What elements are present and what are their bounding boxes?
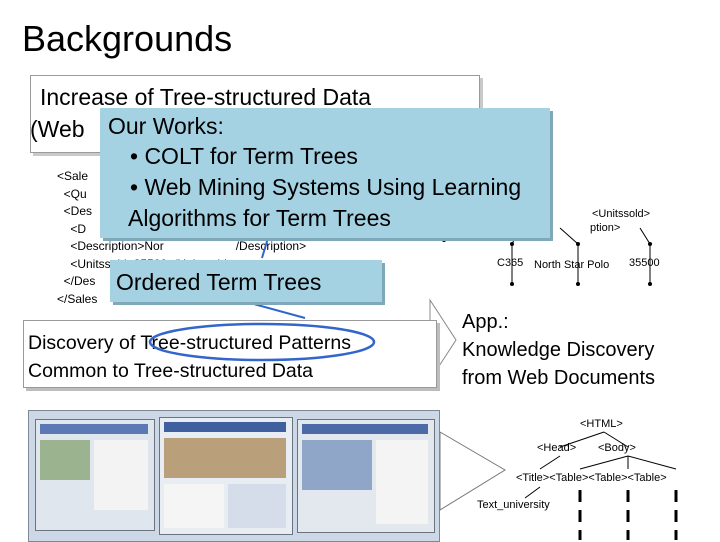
html-tree-body: <Body> xyxy=(598,442,636,454)
html-tree-row: <Title><Table><Table><Table> xyxy=(516,472,667,484)
html-tree-head: <Head> xyxy=(537,442,576,454)
app-line: from Web Documents xyxy=(462,364,655,392)
web-documents-collage xyxy=(28,410,440,542)
webpage-screenshot xyxy=(159,417,293,535)
app-line: App.: xyxy=(462,308,655,336)
html-tree-root: <HTML> xyxy=(580,418,623,430)
webpage-screenshot xyxy=(35,419,155,531)
app-line: Knowledge Discovery xyxy=(462,336,655,364)
app-description: App.: Knowledge Discovery from Web Docum… xyxy=(462,308,655,392)
tree-patterns-highlight xyxy=(150,324,374,360)
html-tree-leaf: Text_university xyxy=(477,499,550,511)
webpage-screenshot xyxy=(297,419,435,533)
